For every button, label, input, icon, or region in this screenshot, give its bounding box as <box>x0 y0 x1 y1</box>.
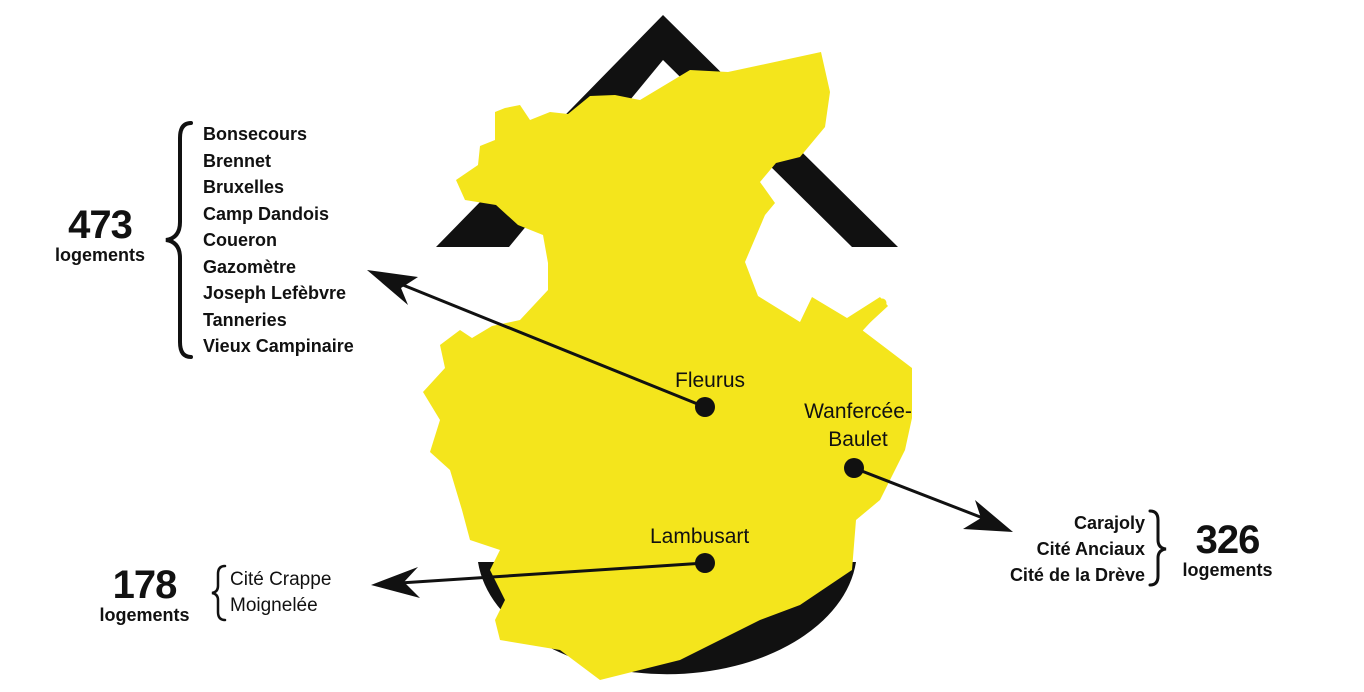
list-item: Gazomètre <box>203 256 297 277</box>
town-label-line: Wanfercée- <box>804 400 912 423</box>
list-item: Brennet <box>203 150 272 171</box>
brace-lambusart <box>211 564 227 622</box>
wanfercee-unit: logements <box>1182 560 1273 580</box>
list-item: Cité Crappe <box>230 569 332 590</box>
list-item: Cité de la Drève <box>1009 565 1145 585</box>
lambusart-count: 178 <box>112 563 178 607</box>
marker-fleurus <box>695 397 715 417</box>
town-label-fleurus: Fleurus <box>675 369 746 392</box>
town-label-wanfercee: Wanfercée- Baulet <box>793 398 923 454</box>
lambusart-site-list: Cité Crappe Moignelée <box>230 567 331 619</box>
wanfercee-count: 326 <box>1195 518 1261 562</box>
connector-fleurus <box>397 281 706 409</box>
fleurus-count: 473 <box>68 203 133 247</box>
arrow-head-wanfercee <box>963 500 1013 532</box>
lambusart-unit: logements <box>99 605 190 625</box>
brace-fleurus <box>165 121 193 359</box>
list-item: Bruxelles <box>203 177 285 197</box>
wanfercee-count-block: 326 logements <box>1170 520 1285 580</box>
wanfercee-site-list: Carajoly Cité Anciaux Cité de la Drève <box>965 510 1145 588</box>
connector-wanfercee <box>853 466 989 522</box>
brace-wanfercee <box>1148 509 1167 587</box>
list-item: Tanneries <box>203 309 287 330</box>
fleurus-unit: logements <box>54 245 146 265</box>
arrow-head-lambusart <box>371 567 420 598</box>
list-item: Cité Anciaux <box>1036 539 1145 559</box>
list-item: Joseph Lefèbvre <box>203 283 347 303</box>
connector-lambusart <box>399 561 706 585</box>
territory-road <box>843 298 887 345</box>
territory-shape <box>423 52 912 680</box>
list-item: Moignelée <box>230 595 318 616</box>
fleurus-site-list: Bonsecours Brennet Bruxelles Camp Dandoi… <box>203 121 354 360</box>
list-item: Carajoly <box>1073 513 1145 533</box>
marker-wanfercee <box>844 458 864 478</box>
list-item: Vieux Campinaire <box>203 336 354 356</box>
town-label-line: Baulet <box>828 428 888 451</box>
town-label-lambusart: Lambusart <box>650 525 750 548</box>
marker-lambusart <box>695 553 715 573</box>
arrow-head-fleurus <box>367 270 418 305</box>
lambusart-count-block: 178 logements <box>82 565 207 625</box>
list-item: Camp Dandois <box>203 203 330 224</box>
list-item: Bonsecours <box>203 124 308 144</box>
fleurus-count-block: 473 logements <box>40 205 160 265</box>
list-item: Coueron <box>203 230 277 250</box>
